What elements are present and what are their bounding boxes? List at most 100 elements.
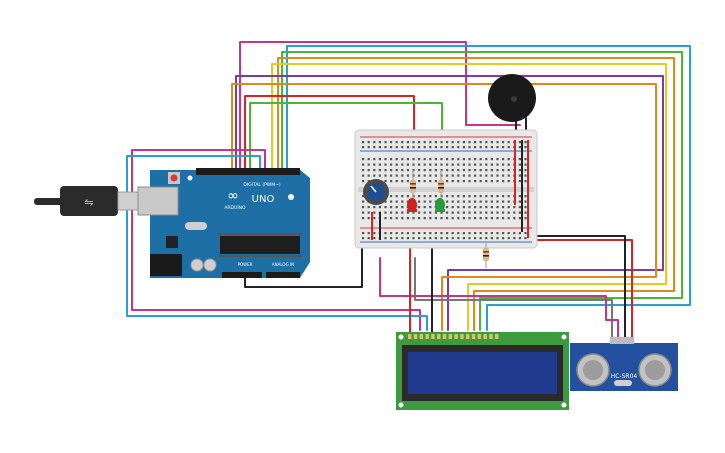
breadboard-hole[interactable]: [373, 174, 376, 177]
lcd-pin[interactable]: [489, 334, 493, 339]
breadboard-hole[interactable]: [362, 200, 365, 203]
breadboard-hole[interactable]: [462, 174, 465, 177]
analog-header[interactable]: [266, 272, 300, 278]
breadboard-hole[interactable]: [401, 180, 404, 183]
breadboard-hole[interactable]: [446, 174, 449, 177]
breadboard-hole[interactable]: [401, 141, 404, 144]
breadboard-hole[interactable]: [485, 237, 488, 240]
breadboard-hole[interactable]: [406, 158, 409, 161]
breadboard-hole[interactable]: [446, 206, 449, 209]
breadboard-hole[interactable]: [406, 180, 409, 183]
breadboard-hole[interactable]: [485, 146, 488, 149]
wire-yellow-loop[interactable]: [271, 63, 667, 331]
resistor-red-led[interactable]: [410, 170, 416, 200]
breadboard-hole[interactable]: [457, 211, 460, 214]
wire-cyan-left[interactable]: [126, 155, 428, 331]
lcd-pin[interactable]: [448, 334, 453, 339]
breadboard-hole[interactable]: [418, 200, 421, 203]
led-red[interactable]: [407, 198, 417, 212]
breadboard-hole[interactable]: [423, 195, 426, 198]
wire-black-ultrasonic[interactable]: [529, 235, 626, 346]
breadboard-hole[interactable]: [524, 146, 527, 149]
lcd-pin[interactable]: [437, 334, 441, 339]
breadboard-hole[interactable]: [451, 146, 454, 149]
breadboard-hole[interactable]: [468, 146, 471, 149]
breadboard-hole[interactable]: [451, 200, 454, 203]
potentiometer[interactable]: [363, 179, 389, 205]
lcd-pin[interactable]: [442, 334, 447, 339]
breadboard-hole[interactable]: [507, 174, 510, 177]
breadboard-hole[interactable]: [479, 174, 482, 177]
breadboard-hole[interactable]: [373, 158, 376, 161]
breadboard-hole[interactable]: [429, 211, 432, 214]
breadboard-hole[interactable]: [451, 158, 454, 161]
wire-magenta-ultrasonic[interactable]: [379, 257, 619, 346]
breadboard-hole[interactable]: [395, 141, 398, 144]
breadboard-hole[interactable]: [479, 206, 482, 209]
breadboard-hole[interactable]: [490, 211, 493, 214]
breadboard-hole[interactable]: [362, 158, 365, 161]
breadboard-hole[interactable]: [502, 217, 505, 220]
breadboard-hole[interactable]: [457, 206, 460, 209]
breadboard-hole[interactable]: [423, 158, 426, 161]
lcd-pin[interactable]: [471, 334, 476, 339]
breadboard-hole[interactable]: [496, 158, 499, 161]
breadboard-hole[interactable]: [490, 141, 493, 144]
breadboard-hole[interactable]: [401, 163, 404, 166]
breadboard-hole[interactable]: [446, 180, 449, 183]
breadboard-hole[interactable]: [524, 141, 527, 144]
breadboard-hole[interactable]: [485, 169, 488, 172]
breadboard-hole[interactable]: [406, 217, 409, 220]
ultrasonic-sensor[interactable]: HC-SR04: [570, 337, 678, 391]
breadboard-hole[interactable]: [468, 217, 471, 220]
breadboard-hole[interactable]: [502, 174, 505, 177]
breadboard-hole[interactable]: [468, 232, 471, 235]
breadboard-hole[interactable]: [524, 237, 527, 240]
breadboard-hole[interactable]: [468, 174, 471, 177]
wire-cyan-loop[interactable]: [286, 45, 691, 331]
breadboard-hole[interactable]: [502, 211, 505, 214]
breadboard-hole[interactable]: [507, 163, 510, 166]
breadboard-hole[interactable]: [406, 211, 409, 214]
resistor-green-led[interactable]: [438, 170, 444, 200]
breadboard-hole[interactable]: [367, 174, 370, 177]
breadboard-hole[interactable]: [485, 232, 488, 235]
breadboard-hole[interactable]: [496, 141, 499, 144]
breadboard-hole[interactable]: [418, 206, 421, 209]
breadboard-hole[interactable]: [507, 146, 510, 149]
breadboard-hole[interactable]: [462, 217, 465, 220]
breadboard-hole[interactable]: [429, 237, 432, 240]
breadboard-hole[interactable]: [490, 174, 493, 177]
ultrasonic-pins[interactable]: [610, 337, 634, 344]
breadboard-hole[interactable]: [524, 206, 527, 209]
breadboard-hole[interactable]: [457, 195, 460, 198]
breadboard-hole[interactable]: [502, 158, 505, 161]
breadboard-hole[interactable]: [485, 158, 488, 161]
breadboard-hole[interactable]: [474, 169, 477, 172]
breadboard-hole[interactable]: [418, 232, 421, 235]
breadboard-hole[interactable]: [362, 206, 365, 209]
breadboard-hole[interactable]: [423, 146, 426, 149]
breadboard-hole[interactable]: [390, 206, 393, 209]
breadboard-hole[interactable]: [474, 180, 477, 183]
breadboard-hole[interactable]: [395, 232, 398, 235]
breadboard-hole[interactable]: [457, 169, 460, 172]
breadboard-hole[interactable]: [384, 158, 387, 161]
breadboard-hole[interactable]: [474, 163, 477, 166]
breadboard-hole[interactable]: [367, 211, 370, 214]
breadboard-hole[interactable]: [406, 146, 409, 149]
breadboard-hole[interactable]: [496, 211, 499, 214]
breadboard-hole[interactable]: [502, 163, 505, 166]
breadboard-hole[interactable]: [502, 195, 505, 198]
breadboard-hole[interactable]: [395, 180, 398, 183]
breadboard-hole[interactable]: [502, 237, 505, 240]
breadboard-hole[interactable]: [446, 141, 449, 144]
breadboard-hole[interactable]: [490, 163, 493, 166]
breadboard-hole[interactable]: [468, 200, 471, 203]
lcd-pin[interactable]: [408, 334, 412, 339]
breadboard-hole[interactable]: [524, 232, 527, 235]
breadboard-hole[interactable]: [384, 217, 387, 220]
breadboard-hole[interactable]: [395, 163, 398, 166]
breadboard-hole[interactable]: [401, 158, 404, 161]
breadboard-hole[interactable]: [479, 169, 482, 172]
